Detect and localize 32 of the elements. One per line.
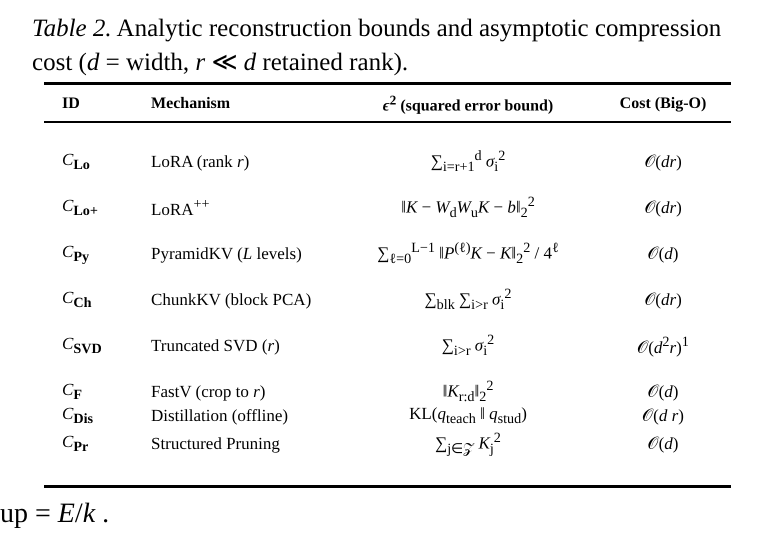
column-header: Cost (Big-O) <box>620 95 706 113</box>
table-cell: Truncated SVD (r) <box>151 336 280 356</box>
table-cell: 𝒪(dr) <box>644 152 682 172</box>
table-cell: C$_{Lo}$ <box>62 150 90 174</box>
table-caption: Table 2. Analytic reconstruction bounds and asymptotic compression cost (d = width, r ≪ d retained rank). <box>32 14 722 78</box>
table-cell: LoRA$^{++}$ <box>151 196 210 220</box>
table-cell: ∑$_{ℓ=0}$$^{L−1}$ ‖P$^{(ℓ)}$K − K‖$_{2}$$^{2}$ / 4$^{ℓ}$ <box>377 240 559 268</box>
table-cell: C$_{Pr}$ <box>62 432 88 456</box>
table-cell: C$_{Ch}$ <box>62 288 92 312</box>
table-cell: KL(q$_{teach}$ ‖ q$_{stud}$) <box>409 404 527 428</box>
column-header: ϵ$^{2}$ (squared error bound) <box>382 92 554 116</box>
table-cell: 𝒪(dr) <box>644 198 682 218</box>
table-cell: 𝒪(dr) <box>644 290 682 310</box>
table-cell: C$_{F}$ <box>62 380 82 404</box>
table-cell: Structured Pruning <box>151 434 280 454</box>
column-header: ID <box>62 95 80 113</box>
column-header: Mechanism <box>151 95 230 113</box>
table-cell: Distillation (offline) <box>151 406 288 426</box>
table-cell: 𝒪(d) <box>648 244 678 264</box>
table-cell: C$_{Lo+}$ <box>62 196 98 220</box>
table-cell: 𝒪(d$^{2}$r)$^{1}$ <box>637 334 689 358</box>
table-cell: 𝒪(d) <box>648 382 678 402</box>
table-cell: C$_{Py}$ <box>62 242 90 266</box>
table-cell: C$_{Dis}$ <box>62 404 94 428</box>
equation-fragment: up = E/k . <box>0 498 110 530</box>
table-cell: PyramidKV (L levels) <box>151 244 302 264</box>
table-cell: C$_{SVD}$ <box>62 334 102 358</box>
table-cell: 𝒪(d) <box>648 434 678 454</box>
table-cell: ChunkKV (block PCA) <box>151 290 312 310</box>
table-cell: FastV (crop to r) <box>151 382 266 402</box>
table-cell: 𝒪(d r) <box>642 406 684 426</box>
table-cell: LoRA (rank r) <box>151 152 250 172</box>
